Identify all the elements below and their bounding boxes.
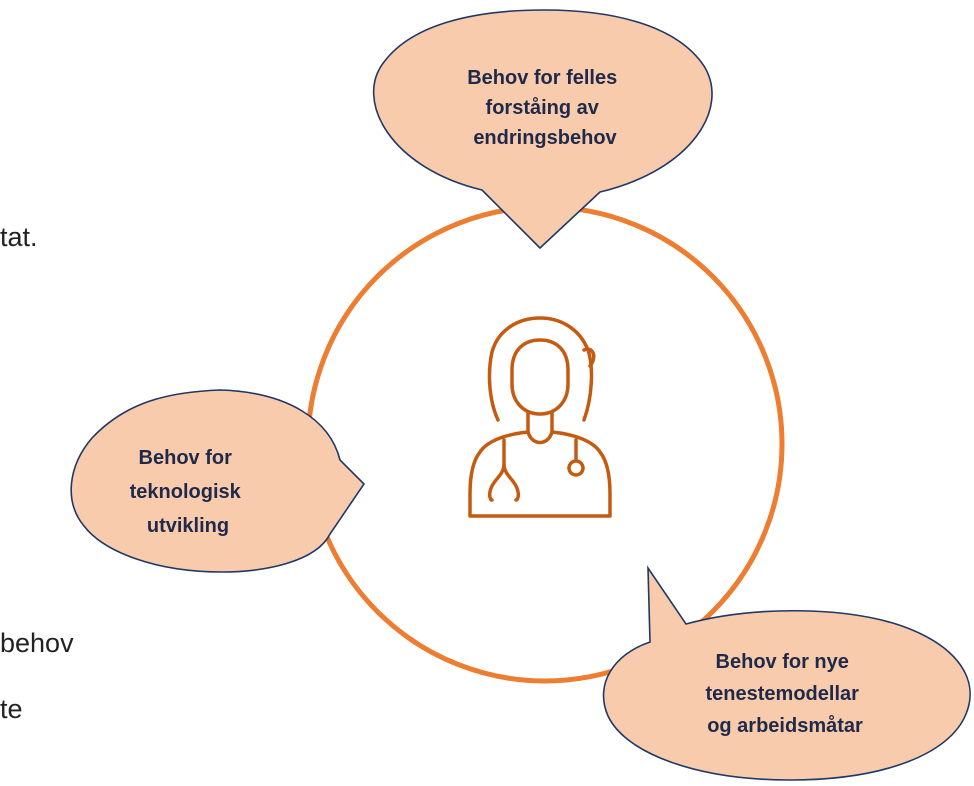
bubble-top <box>373 9 713 250</box>
cropped-text-line: te <box>0 694 23 724</box>
bubble-bottom-right-line: og arbeidsmåtar <box>707 714 863 737</box>
bubble-top-line: forståing av <box>486 96 600 119</box>
bubble-top-line: Behov for felles <box>467 67 617 89</box>
center-ring <box>305 204 785 684</box>
bubble-left-line: utvikling <box>147 515 229 537</box>
bubble-left-text: Behov for teknologisk utvikling <box>130 447 247 537</box>
bubble-top-line: endringsbehov <box>473 127 617 149</box>
bubble-left-line: Behov for <box>139 447 233 469</box>
bubble-bottom-right-line: tenestemodellar <box>706 683 860 705</box>
female-doctor-icon <box>468 316 612 518</box>
bubble-bottom-right-text: Behov for nye tenestemodellar og arbeids… <box>706 651 865 737</box>
bubble-bottom-right <box>602 565 971 781</box>
bubble-left-line: teknologisk <box>130 481 242 503</box>
bubble-bottom-right-line: Behov for nye <box>716 651 849 673</box>
cropped-text-line: behov <box>0 628 74 658</box>
bubble-top-text: Behov for felles forståing av endringsbe… <box>467 67 623 149</box>
bubble-left <box>70 389 366 573</box>
cropped-text-line: tat. <box>0 222 38 252</box>
